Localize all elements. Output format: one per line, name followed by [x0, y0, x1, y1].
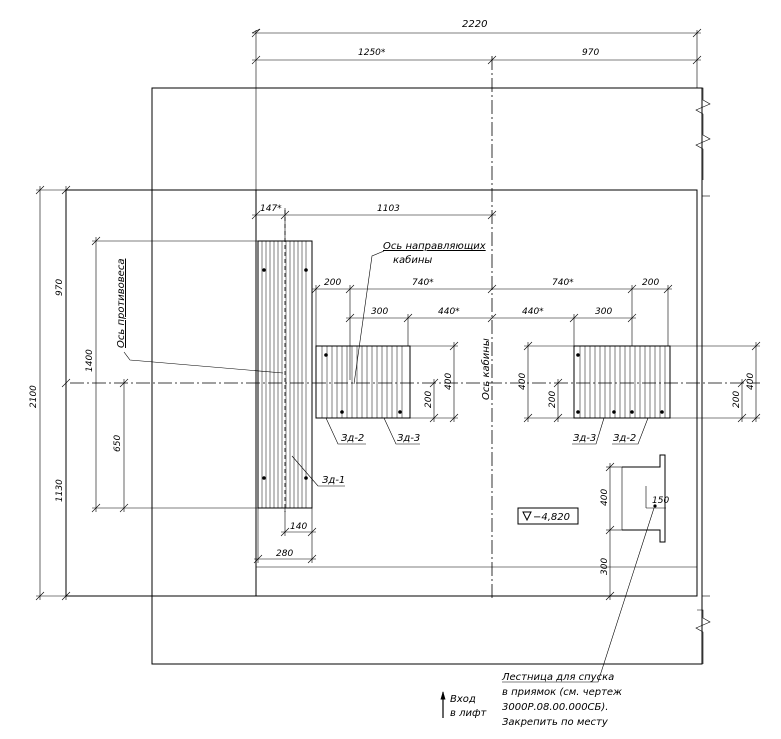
dim-right-200: 200: [642, 278, 659, 288]
dim-1103: 1103: [377, 204, 400, 214]
bottom-left-dimensions: [253, 508, 317, 564]
pit-ladder: [621, 454, 666, 543]
left-vertical-dimensions: [35, 185, 258, 601]
dim-beam-200-right: 200: [548, 391, 558, 408]
dim-280: 280: [276, 549, 293, 559]
dim-left-740: 740*: [412, 278, 434, 288]
dim-beam-200-far-right: 200: [732, 391, 742, 408]
dim-left-300: 300: [371, 307, 388, 317]
ladder-note-leader: [502, 507, 655, 683]
zd-leaders: [291, 417, 649, 487]
entrance-label-2: в лифт: [450, 708, 488, 719]
outer-walls: [65, 87, 711, 665]
dim-1400: 1400: [85, 349, 95, 372]
dim-lower-1130: 1130: [55, 479, 65, 502]
zd3-left-label: Зд-3: [397, 433, 420, 444]
counterweight-axis-leader: [123, 351, 284, 374]
dim-beam-400-right: 400: [746, 373, 756, 390]
entrance-label-1: Вход: [450, 694, 476, 705]
top-dimensions: [251, 28, 702, 190]
right-cabin-beam: [573, 345, 671, 419]
guide-axis-label-1: Ось направляющих: [383, 241, 486, 252]
dim-ladder-400: 400: [600, 489, 610, 506]
dim-offset-147: 147*: [260, 204, 282, 214]
dim-top-left: 1250*: [358, 48, 386, 58]
dim-right-740: 740*: [552, 278, 574, 288]
counterweight-axis-label: Ось противовеса: [116, 259, 127, 348]
zd3-right-label: Зд-3: [573, 433, 596, 444]
dim-top-right: 970: [582, 48, 599, 58]
ladder-note-line-3: 3000Р.08.00.000СБ).: [502, 702, 608, 713]
dim-left-200: 200: [324, 278, 341, 288]
cabin-axis-label: Ось кабины: [480, 338, 492, 400]
level-mark: [517, 507, 579, 525]
dim-ladder-150: 150: [652, 496, 669, 506]
ladder-note-line-4: Закрепить по месту: [502, 717, 609, 728]
zd2-right-label: Зд-2: [613, 433, 636, 444]
zd2-left-label: Зд-2: [341, 433, 364, 444]
beam-row-dimensions: [311, 284, 673, 380]
dim-140: 140: [290, 522, 307, 532]
dim-650: 650: [113, 435, 123, 452]
beam-inner-dimensions: [345, 313, 637, 346]
dim-total-height: 2100: [29, 385, 39, 408]
counterweight-beam: [257, 210, 313, 512]
beam-height-dimensions: [410, 341, 761, 423]
ladder-note-line-1: Лестница для спуска: [501, 672, 614, 683]
dim-beam-200-left: 200: [424, 391, 434, 408]
dim-left-440: 440*: [438, 307, 460, 317]
dim-beam-400-left: 400: [444, 373, 454, 390]
dim-top-total: 2220: [462, 19, 487, 30]
upper-inner-dimensions: [251, 208, 497, 241]
ladder-dimensions: [605, 462, 666, 601]
dim-upper-970: 970: [55, 279, 65, 296]
left-cabin-beam: [315, 345, 411, 419]
dim-beam-400-mid: 400: [518, 373, 528, 390]
dim-right-440: 440*: [522, 307, 544, 317]
zd1-label: Зд-1: [322, 475, 345, 486]
dim-right-300: 300: [595, 307, 612, 317]
level-value: −4,820: [533, 512, 570, 523]
ladder-note-line-2: в приямок (см. чертеж: [502, 687, 622, 698]
guide-axis-leader: [353, 250, 385, 385]
dim-ladder-300: 300: [600, 558, 610, 575]
guide-axis-label-2: кабины: [393, 254, 432, 266]
